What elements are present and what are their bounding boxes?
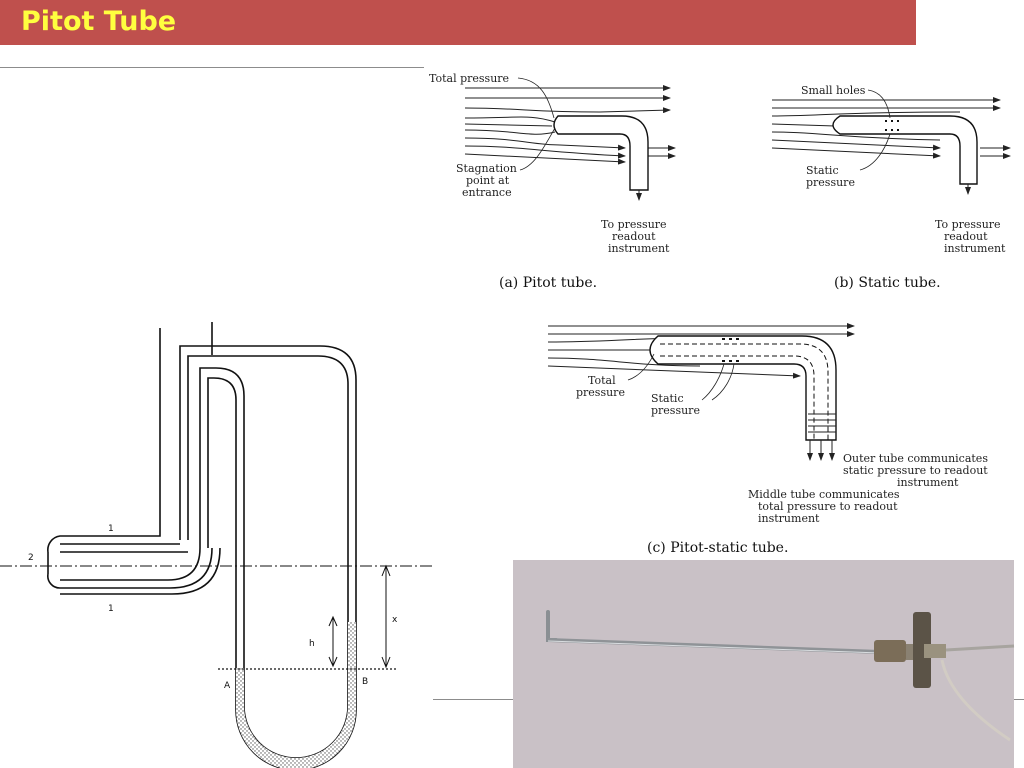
dimension-arrows <box>328 564 391 669</box>
label-stagnation-3: entrance <box>462 186 512 199</box>
static-tube-body <box>832 115 978 185</box>
label-total-c1: Total <box>588 374 616 387</box>
label-middle-2: total pressure to readout <box>758 500 898 513</box>
label-b: B <box>362 677 368 687</box>
slide-title: Pitot Tube <box>21 6 177 37</box>
manometer-fluid-left <box>237 668 243 708</box>
divider-bottom <box>433 699 513 700</box>
photo-background <box>513 560 1014 768</box>
label-stagnation-1: Stagnation <box>456 162 517 175</box>
label-to-pressure-b3: instrument <box>944 242 1006 255</box>
label-to-pressure-a1: To pressure <box>601 218 667 231</box>
streamlines-a <box>464 85 676 165</box>
label-static-b1: Static <box>806 164 839 177</box>
label-middle-3: instrument <box>758 512 820 525</box>
pitot-tube-body <box>553 115 649 191</box>
caption-static-tube: (b) Static tube. <box>834 275 941 291</box>
inner-tube-dashed <box>660 343 829 440</box>
divider-top <box>0 67 424 68</box>
label-to-pressure-a3: instrument <box>608 242 670 255</box>
caption-pitot-static-tube: (c) Pitot-static tube. <box>647 540 788 556</box>
caption-pitot-tube: (a) Pitot tube. <box>499 275 597 291</box>
small-holes <box>885 120 899 131</box>
static-tube-diagram: Small holes Static pressure To pressure … <box>771 84 1011 291</box>
label-to-pressure-b1: To pressure <box>935 218 1001 231</box>
label-static-c2: pressure <box>651 404 700 417</box>
label-stagnation-2: point at <box>466 174 510 187</box>
label-point-2: 2 <box>28 553 34 563</box>
pitot-probe-photo <box>513 560 1015 768</box>
title-bar <box>0 0 916 45</box>
label-outer-3: instrument <box>897 476 959 489</box>
label-static-c1: Static <box>651 392 684 405</box>
label-to-pressure-b2: readout <box>944 230 988 243</box>
label-a: A <box>224 681 231 691</box>
pitot-manometer-diagram: 1 2 1 h x A B <box>0 322 432 768</box>
streamlines-b <box>771 97 1011 159</box>
label-x: x <box>392 615 398 625</box>
label-small-holes: Small holes <box>801 84 866 97</box>
label-point-1-top: 1 <box>108 524 114 534</box>
label-middle-1: Middle tube communicates <box>748 488 900 501</box>
divider-bottom-right <box>1014 699 1024 700</box>
manometer-tubes <box>47 322 357 768</box>
exit-arrows-c <box>807 413 836 461</box>
label-outer-1: Outer tube communicates <box>843 452 988 465</box>
label-total-pressure-a: Total pressure <box>429 72 509 85</box>
label-outer-2: static pressure to readout <box>843 464 988 477</box>
streamlines-c <box>547 323 855 379</box>
label-to-pressure-a2: readout <box>612 230 656 243</box>
pitot-static-tube-diagram: Total pressure Static pressure Outer tub… <box>547 323 988 556</box>
static-holes-c <box>722 338 739 362</box>
label-point-1-bottom: 1 <box>108 604 114 614</box>
label-total-c2: pressure <box>576 386 625 399</box>
manometer-fluid <box>236 622 356 768</box>
pitot-static-body <box>649 335 837 441</box>
label-static-b2: pressure <box>806 176 855 189</box>
pitot-tube-diagram: Total pressure Stagnation point at entra… <box>429 72 676 291</box>
label-h: h <box>309 639 315 649</box>
